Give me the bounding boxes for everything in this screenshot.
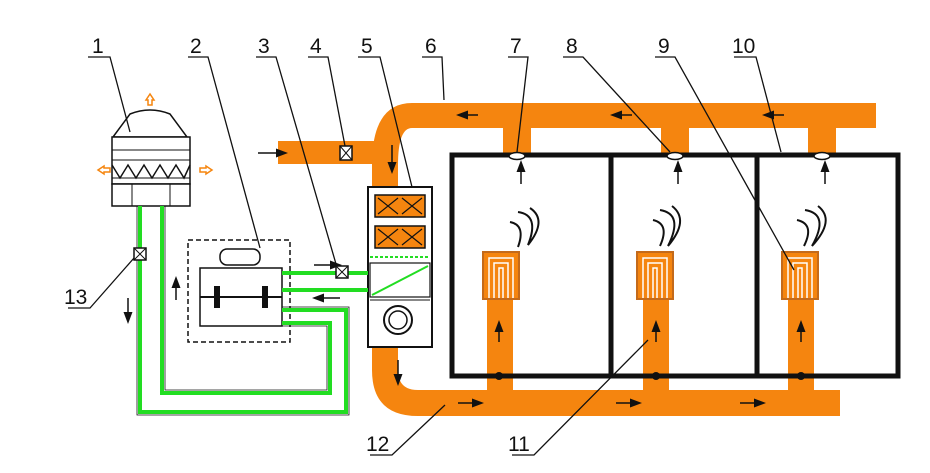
label-11: 11 — [508, 433, 530, 456]
label-13: 13 — [64, 286, 87, 309]
label-5: 5 — [361, 35, 373, 58]
flow-arrow — [123, 110, 830, 408]
label-1: 1 — [92, 35, 104, 58]
label-8: 8 — [566, 35, 578, 58]
label-9: 9 — [658, 35, 670, 58]
component-labels: 1 2 3 4 5 6 7 8 9 10 11 12 13 — [64, 35, 755, 456]
label-2: 2 — [190, 35, 202, 58]
label-12: 12 — [366, 433, 389, 456]
cooling-tower — [96, 92, 214, 207]
water-pipe — [138, 206, 368, 414]
leader-line — [68, 56, 795, 456]
label-3: 3 — [258, 35, 270, 58]
supply-duct — [278, 103, 876, 190]
occupant-symbol — [509, 205, 827, 248]
return-duct — [372, 298, 840, 416]
label-6: 6 — [425, 35, 437, 58]
return-grille — [495, 372, 805, 380]
label-7: 7 — [510, 35, 522, 58]
label-4: 4 — [310, 35, 322, 58]
fan-coil-unit — [482, 251, 819, 300]
water-pipe-outline — [136, 206, 350, 416]
air-handling-unit — [367, 186, 433, 348]
supply-diffuser — [508, 151, 831, 161]
chiller-unit — [187, 239, 291, 343]
label-10: 10 — [732, 35, 755, 58]
